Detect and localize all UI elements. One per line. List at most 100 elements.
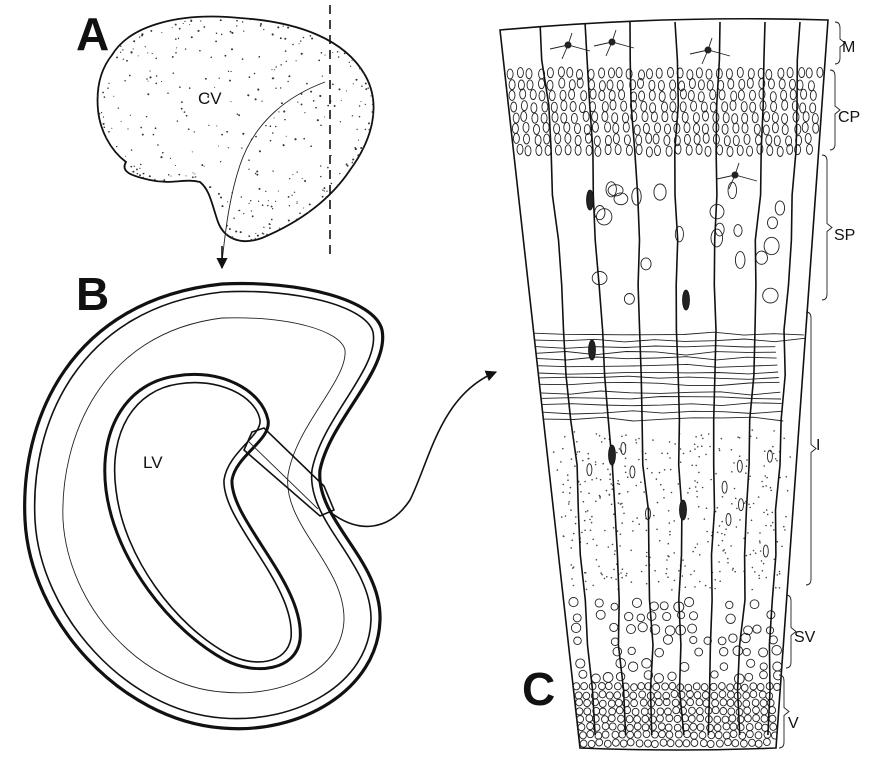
stipple-dot — [370, 95, 371, 96]
stipple-dot — [341, 100, 342, 101]
marginal-neuron — [705, 47, 712, 54]
iz-dot — [591, 479, 593, 481]
iz-dot — [678, 570, 680, 572]
iz-dot — [752, 567, 754, 569]
iz-dot — [620, 572, 622, 574]
iz-dot — [614, 550, 616, 552]
stipple-dot — [189, 87, 191, 89]
stipple-dot — [136, 168, 138, 170]
layer-bracket — [822, 155, 832, 300]
iz-dot — [731, 449, 733, 451]
iz-dot — [585, 581, 587, 583]
iz-dot — [599, 497, 601, 499]
stipple-dot — [303, 37, 305, 39]
stipple-dot — [308, 211, 310, 213]
iz-dot — [638, 459, 640, 461]
stipple-dot — [284, 38, 286, 40]
iz-dot — [659, 540, 661, 542]
iz-dot — [571, 578, 573, 580]
stipple-dot — [107, 87, 109, 89]
stipple-dot — [301, 103, 303, 105]
iz-dot — [753, 550, 755, 552]
stipple-dot — [155, 127, 157, 129]
stipple-dot — [230, 101, 231, 102]
iz-dot — [584, 529, 586, 531]
iz-dot — [591, 522, 593, 524]
iz-dot — [779, 587, 781, 589]
stipple-dot — [231, 32, 233, 34]
stipple-dot — [288, 75, 290, 77]
stipple-dot — [181, 101, 183, 103]
stipple-dot — [327, 105, 329, 107]
stipple-dot — [296, 219, 297, 220]
iz-dot — [699, 554, 701, 556]
iz-dot — [718, 561, 720, 563]
stipple-dot — [365, 104, 366, 105]
stipple-dot — [361, 86, 362, 87]
iz-dot — [765, 485, 767, 487]
iz-dot — [600, 479, 602, 481]
stipple-dot — [175, 52, 177, 54]
stipple-dot — [315, 107, 317, 109]
iz-dot — [758, 496, 760, 498]
marginal-neuron — [565, 42, 572, 49]
stipple-dot — [218, 145, 219, 146]
iz-dot — [621, 522, 623, 524]
iz-dot — [608, 546, 610, 548]
stipple-dot — [147, 93, 149, 95]
stipple-dot — [324, 117, 325, 118]
stipple-dot — [239, 210, 240, 211]
layer-label-sp: SP — [834, 227, 855, 244]
stipple-dot — [220, 19, 222, 21]
panel-c: C M CP SP I SV V — [500, 19, 860, 750]
stipple-dot — [310, 91, 312, 93]
iz-dot — [596, 545, 598, 547]
stipple-dot — [236, 25, 237, 26]
iz-dot — [671, 589, 673, 591]
iz-dot — [761, 560, 763, 562]
iz-dot — [709, 587, 711, 589]
iz-dot — [560, 461, 562, 463]
iz-dot — [762, 486, 764, 488]
iz-dot — [668, 543, 670, 545]
iz-dot — [714, 579, 716, 581]
stipple-dot — [300, 40, 301, 41]
stipple-dot — [250, 19, 251, 20]
iz-dot — [623, 513, 625, 515]
stipple-dot — [255, 233, 256, 234]
iz-dot — [572, 567, 574, 569]
stipple-dot — [296, 60, 297, 61]
stipple-dot — [104, 127, 106, 129]
layer-label-cp: CP — [838, 109, 860, 126]
stipple-dot — [275, 87, 276, 88]
iz-dot — [653, 515, 655, 517]
iz-dot — [604, 438, 606, 440]
stipple-dot — [150, 30, 152, 32]
iz-dot — [770, 490, 772, 492]
iz-dot — [770, 525, 772, 527]
stipple-dot — [143, 177, 144, 178]
iz-dot — [669, 457, 671, 459]
iz-dot — [601, 574, 603, 576]
stipple-dot — [242, 133, 244, 135]
iz-dot — [658, 581, 660, 583]
iz-dot — [776, 460, 778, 462]
iz-dot — [596, 559, 598, 561]
stipple-dot — [251, 210, 252, 211]
iz-dot — [592, 539, 594, 541]
iz-dot — [694, 448, 696, 450]
iz-dot — [657, 502, 659, 504]
stipple-dot — [195, 176, 196, 177]
iz-dot — [625, 434, 627, 436]
stipple-dot — [124, 80, 126, 82]
stipple-dot — [192, 151, 193, 152]
migrating-neuron — [587, 190, 594, 210]
stipple-dot — [116, 146, 117, 147]
stipple-dot — [301, 53, 303, 55]
iz-dot — [562, 491, 564, 493]
stipple-dot — [320, 125, 322, 127]
stipple-dot — [218, 193, 220, 195]
iz-dot — [685, 586, 687, 588]
stipple-dot — [161, 32, 162, 33]
